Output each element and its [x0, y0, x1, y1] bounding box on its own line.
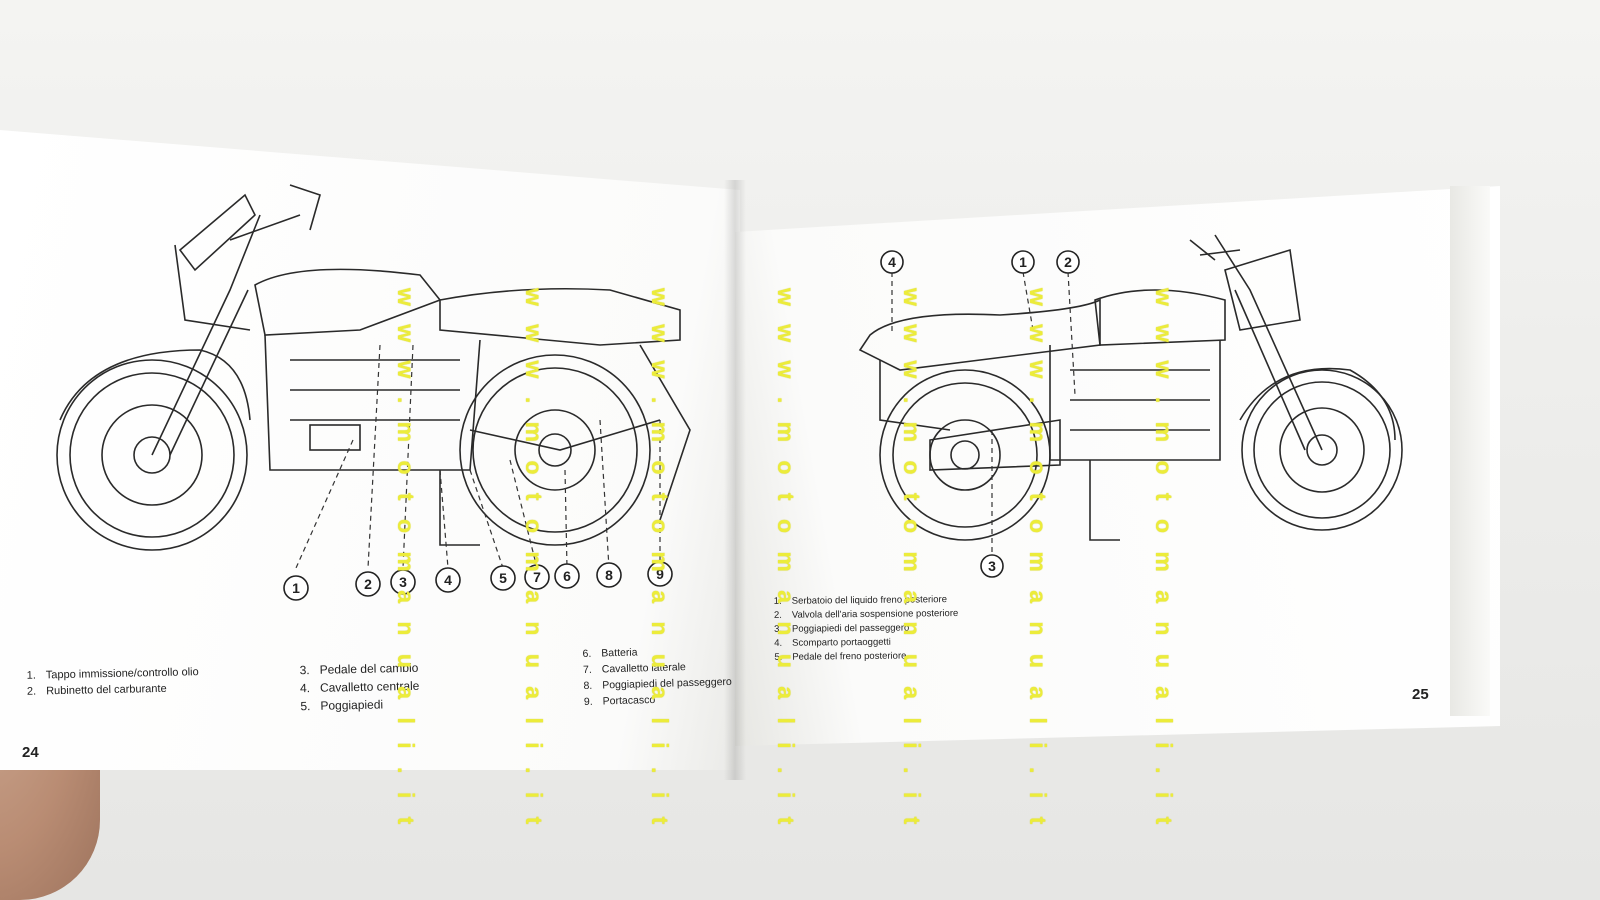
watermark: w w w . m o t o m a n u a l i . i t	[393, 288, 419, 831]
svg-text:1: 1	[292, 580, 300, 596]
left-page	[0, 130, 740, 770]
right-leader-lines	[891, 271, 1076, 556]
watermark: w w w . m o t o m a n u a l i . i t	[899, 288, 925, 831]
svg-text:2: 2	[364, 576, 372, 592]
left-motorcycle-drawing	[56, 184, 691, 551]
watermark: w w w . m o t o m a n u a l i . i t	[647, 288, 673, 831]
svg-text:4: 4	[888, 254, 896, 270]
right-callout: 3	[980, 554, 1004, 578]
left-callout: 6	[554, 563, 580, 589]
svg-text:5: 5	[499, 570, 507, 586]
left-callout: 3	[390, 569, 416, 595]
svg-text:4: 4	[444, 572, 452, 588]
svg-text:6: 6	[563, 568, 571, 584]
watermark: w w w . m o t o m a n u a l i . i t	[1151, 288, 1177, 831]
svg-text:3: 3	[988, 558, 996, 574]
right-motorcycle-drawing	[858, 234, 1403, 541]
right-page-number: 25	[1412, 686, 1429, 703]
left-callout: 1	[283, 575, 309, 601]
right-callout: 4	[880, 250, 904, 274]
book-gutter	[724, 180, 746, 780]
left-callout: 8	[596, 562, 622, 588]
svg-text:7: 7	[533, 569, 541, 585]
left-callout: 2	[355, 571, 381, 597]
svg-text:3: 3	[399, 574, 407, 590]
left-callout: 4	[435, 567, 461, 593]
watermark: w w w . m o t o m a n u a l i . i t	[1025, 288, 1051, 831]
svg-text:1: 1	[1019, 254, 1027, 270]
svg-text:8: 8	[605, 567, 613, 583]
svg-text:9: 9	[656, 566, 664, 582]
left-legend-col1: 1.Tappo immissione/controllo olio 2.Rubi…	[22, 664, 199, 700]
page-edge	[1450, 186, 1490, 716]
right-callout: 2	[1056, 250, 1080, 274]
right-page	[735, 186, 1500, 746]
left-callout: 7	[524, 564, 550, 590]
watermark: w w w . m o t o m a n u a l i . i t	[521, 288, 547, 831]
left-page-number: 24	[22, 744, 39, 761]
left-callout: 5	[490, 565, 516, 591]
left-leader-lines	[295, 344, 661, 569]
left-callout: 9	[647, 561, 673, 587]
watermark: w w w . m o t o m a n u a l i . i t	[773, 288, 799, 831]
right-callout: 1	[1011, 250, 1035, 274]
svg-text:2: 2	[1064, 254, 1072, 270]
